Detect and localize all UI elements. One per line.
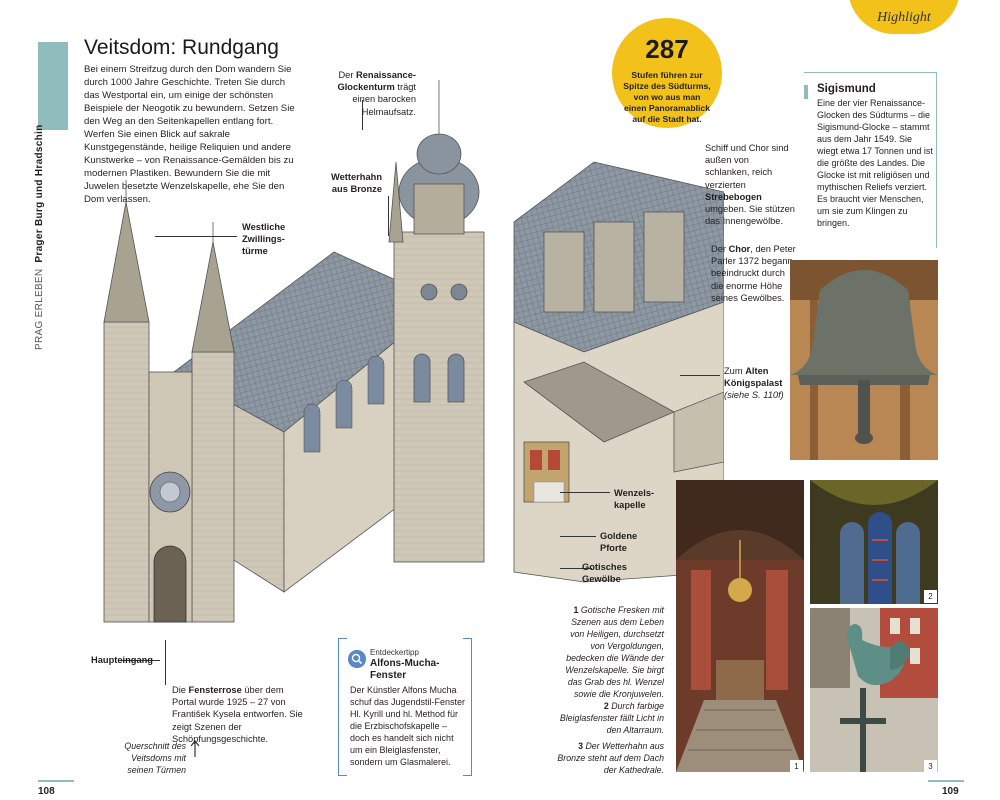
callout-nave: Schiff und Chor sind außen von schlanken… xyxy=(705,142,795,227)
caption-text: Gotische Fresken mit Szenen aus dem Lebe… xyxy=(565,605,664,699)
callout-palace: Zum Alten Königspalast(siehe S. 110f) xyxy=(724,365,804,402)
caption-number: 2 xyxy=(603,701,609,711)
leader-line xyxy=(560,492,610,493)
photo-number-2: 2 xyxy=(924,590,937,603)
sigismund-title: Sigismund xyxy=(817,83,876,95)
leader-line xyxy=(560,568,592,569)
callout-bold: Alten Königspalast xyxy=(724,366,783,389)
callout-text: umgeben. Sie stützen das Innengewölbe. xyxy=(705,204,795,227)
callout-bold: Westliche Zwillings-türme xyxy=(242,222,286,257)
leader-line xyxy=(120,660,160,661)
sigismund-text: Eine der vier Renaissance-Glocken des Sü… xyxy=(817,98,933,228)
callout-bold: Wetterhahn aus Bronze xyxy=(331,172,382,195)
chapter-label: Prager Burg und Hradschin xyxy=(34,124,45,263)
callout-text: Schiff und Chor sind außen von schlanken… xyxy=(705,143,789,190)
callout-ref: (siehe S. 110f) xyxy=(724,390,784,401)
callout-bold: Strebebogen xyxy=(705,191,762,202)
callout-text: Der xyxy=(711,244,729,254)
callout-text: , den Peter Parler 1372 begann, beeindru… xyxy=(711,244,796,303)
running-head: PRAG ERLEBEN Prager Burg und Hradschin xyxy=(34,125,74,350)
callout-wenceslas: Wenzels-kapelle xyxy=(614,487,664,511)
caption-number: 3 xyxy=(578,741,583,751)
callout-gothic-vault: Gotisches Gewölbe xyxy=(582,561,632,585)
photo-number-3: 3 xyxy=(924,760,937,773)
tip-text: Der Künstler Alfons Mucha schuf das Juge… xyxy=(350,685,466,767)
callout-twin-towers: Westliche Zwillings-türme xyxy=(242,221,302,258)
highlight-tab: Highlight xyxy=(848,0,960,34)
caption-number: 1 xyxy=(573,605,579,615)
chapel-interior-photo xyxy=(676,480,804,772)
callout-bold: Gotisches Gewölbe xyxy=(582,562,627,585)
callout-weathercock: Wetterhahn aus Bronze xyxy=(316,171,382,195)
tip-label: Entdeckertipp xyxy=(370,648,419,657)
callout-text: Der xyxy=(338,70,357,80)
callout-main-entrance: Haupteingang xyxy=(91,654,161,666)
cross-section-caption: Querschnitt des Veitsdoms mit seinen Tür… xyxy=(124,741,186,775)
caption-text: Der Wetterhahn aus Bronze steht auf dem … xyxy=(557,741,664,775)
caption-text: Durch farbige Bleiglasfenster fällt Lich… xyxy=(559,701,664,735)
callout-bold: Chor xyxy=(728,244,751,254)
west-towers xyxy=(103,180,235,623)
callout-choir: Der Chor, den Peter Parler 1372 begann, … xyxy=(711,243,796,304)
callout-golden-gate: Goldene Pforte xyxy=(600,530,640,554)
magnifier-icon xyxy=(348,650,366,668)
leader-line xyxy=(388,196,389,236)
callout-bold: Fensterrose xyxy=(188,685,242,695)
bracket-right xyxy=(463,638,472,776)
weathercock-photo xyxy=(810,608,938,772)
arrow-up-icon xyxy=(190,740,200,757)
page-rule-left xyxy=(38,780,74,782)
leader-line xyxy=(560,536,596,537)
great-bell-tower xyxy=(393,80,485,563)
intro-text: Bei einem Streifzug durch den Dom wander… xyxy=(84,64,295,205)
bell-photo xyxy=(790,260,938,460)
stat-number: 287 xyxy=(645,34,689,64)
callout-text: über dem Portal wurde 1925 – 27 von Fran… xyxy=(172,685,303,744)
choir-cutaway xyxy=(513,161,724,583)
stat-circle: 287 Stufen führen zur Spitze des Südturm… xyxy=(612,18,722,128)
callout-text: Zum xyxy=(724,366,746,376)
callout-rose-window: Die Fensterrose über dem Portal wurde 19… xyxy=(172,684,310,745)
photo-caption-1: 1 Gotische Fresken mit Szenen aus dem Le… xyxy=(556,604,664,700)
highlight-label: Highlight xyxy=(877,10,931,25)
main-portal xyxy=(153,545,187,623)
callout-bold: Goldene Pforte xyxy=(600,531,638,554)
photo-caption-2: 2 Durch farbige Bleiglasfenster fällt Li… xyxy=(556,700,664,736)
callout-bold: Haupteingang xyxy=(91,655,153,665)
callout-text: Die xyxy=(172,685,189,695)
page-rule-right xyxy=(928,780,964,782)
box-accent xyxy=(804,85,808,99)
page-title: Veitsdom: Rundgang xyxy=(84,36,279,59)
cathedral-illustration xyxy=(103,80,724,623)
callout-text: trägt einen barocken Helmaufsatz. xyxy=(352,82,416,117)
stained-glass-photo xyxy=(810,480,938,604)
sigismund-box: Sigismund Eine der vier Renaissance-Gloc… xyxy=(804,72,937,248)
page-number-right: 109 xyxy=(942,786,959,797)
discovery-tip-box: Entdeckertipp Alfons-Mucha-Fenster Der K… xyxy=(338,638,472,776)
leader-line xyxy=(155,236,237,237)
tip-title: Alfons-Mucha-Fenster xyxy=(370,658,440,681)
photo-number-1: 1 xyxy=(790,760,803,773)
section-label: PRAG ERLEBEN xyxy=(34,268,45,350)
leader-line xyxy=(680,375,720,376)
callout-bell-tower: Der Renaissance-Glockenturm trägt einen … xyxy=(316,69,416,118)
page-number-left: 108 xyxy=(38,786,55,797)
chapter-color-bar xyxy=(38,42,68,130)
bracket-left xyxy=(338,638,347,776)
leader-line xyxy=(165,640,166,685)
leader-line xyxy=(362,100,363,130)
photo-caption-3: 3 Der Wetterhahn aus Bronze steht auf de… xyxy=(556,740,664,776)
callout-bold: Renaissance-Glockenturm xyxy=(337,70,416,93)
callout-bold: Wenzels-kapelle xyxy=(614,488,655,511)
stat-text: Stufen führen zur Spitze des Südturms, v… xyxy=(623,70,711,124)
